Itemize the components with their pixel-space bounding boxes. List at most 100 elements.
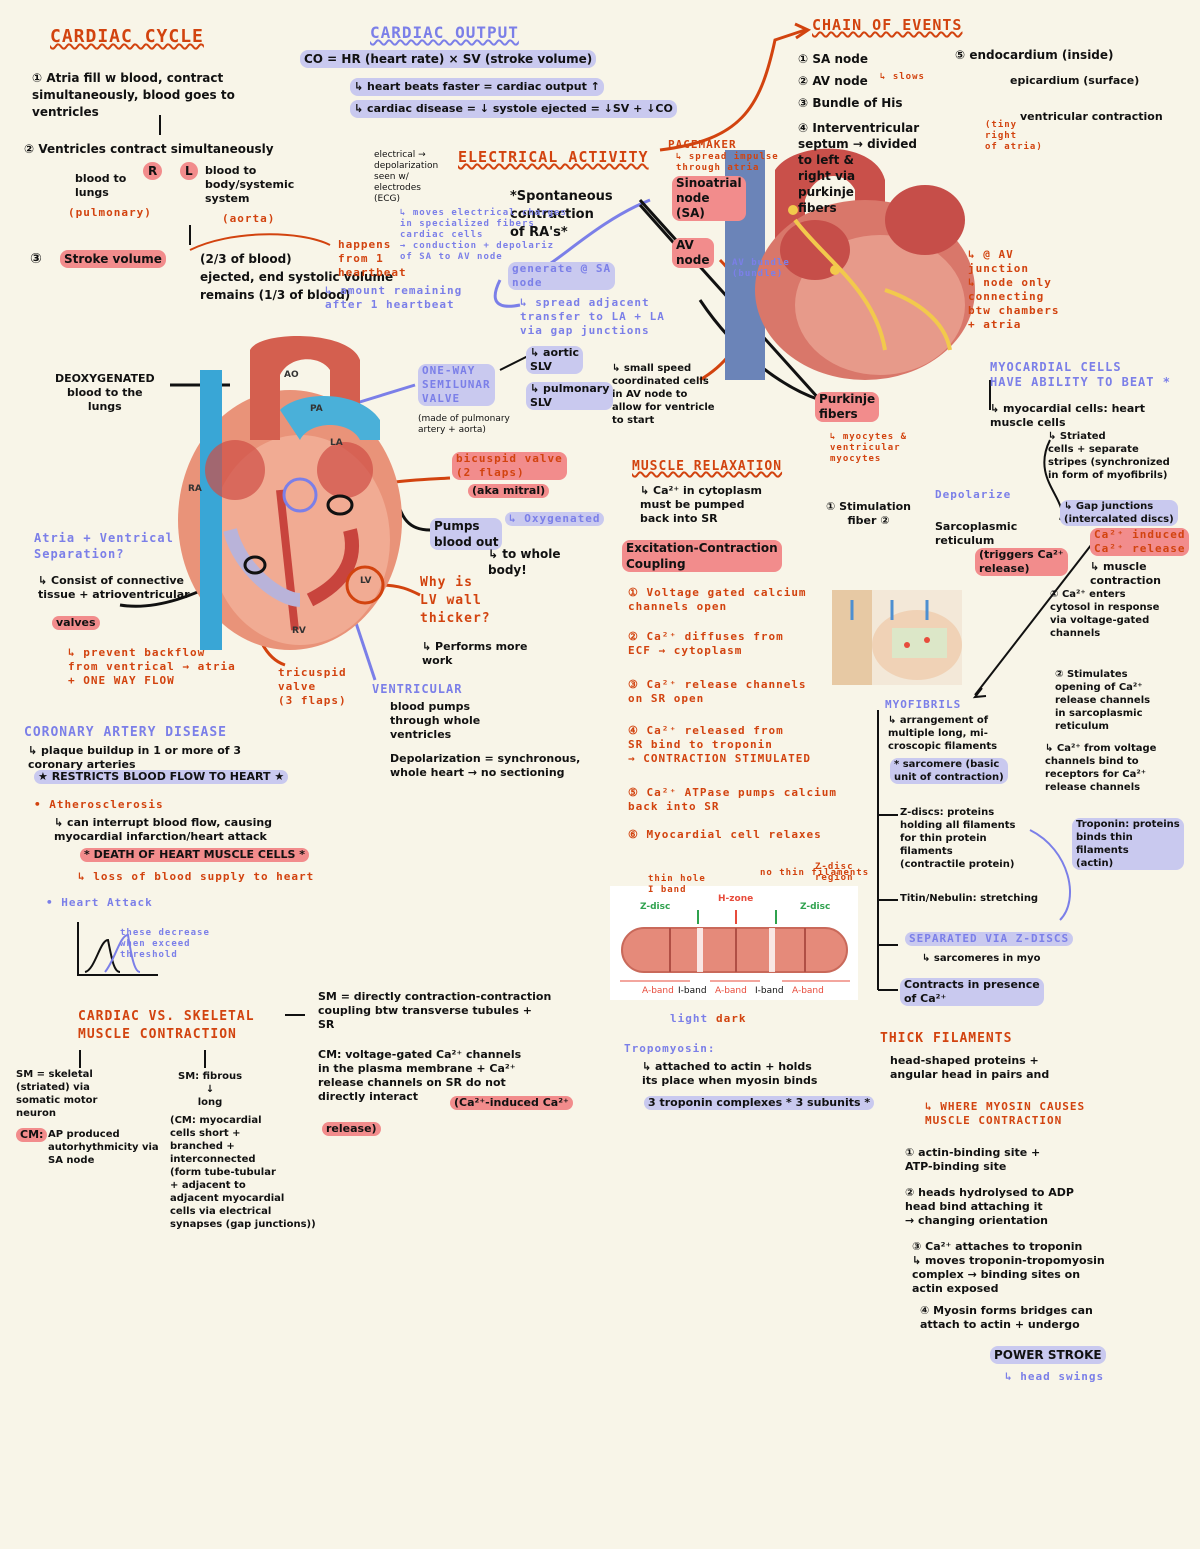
triggers-ca-release: (triggers Ca²⁺ release)	[975, 548, 1068, 576]
a-band-label-3: A-band	[792, 986, 824, 996]
cardiac-myocardial-cells: (CM: myocardial cells short + branched +…	[170, 1115, 316, 1230]
depolarize-label: Depolarize	[935, 488, 1012, 501]
stroke-volume-desc: (2/3 of blood) ejected, end systolic vol…	[200, 252, 394, 302]
ecg-side-note: electrical → depolarization seen w/ elec…	[374, 150, 439, 204]
atherosclerosis-desc: ↳ can interrupt blood flow, causing myoc…	[54, 816, 273, 843]
generate-sa-node: generate @ SA node	[508, 262, 616, 290]
skeletal-fibrous-long: SM: fibrous ↓ long	[178, 1071, 243, 1108]
myosin-causes-contraction: ↳ WHERE MYOSIN CAUSES MUSCLE CONTRACTION	[925, 1100, 1086, 1127]
stimulation-fiber: ① Stimulation fiber ②	[826, 500, 911, 527]
pulmonary-note: (pulmonary)	[68, 206, 152, 219]
sarcoplasmic-reticulum: Sarcoplasmic reticulum	[935, 520, 1018, 547]
purkinje-sub: ↳ myocytes & ventricular myocytes	[830, 432, 908, 464]
light-band-label: light	[670, 1012, 709, 1025]
ec-step-2: ② Ca²⁺ diffuses from ECF → cytoplasm	[628, 630, 784, 657]
electrical-activity-title: ELECTRICAL ACTIVITY	[458, 148, 649, 166]
lv-wall-answer: ↳ Performs more work	[422, 640, 528, 667]
chain-slows-note: ↳ slows	[880, 72, 925, 82]
rv-label: RV	[292, 626, 306, 636]
cycle-step-1: ① Atria fill w blood, contract simultane…	[32, 71, 235, 119]
sarcomere-unit: * sarcomere (basic unit of contraction)	[890, 758, 1008, 784]
threshold-graph-note: these decrease when exceed threshold	[120, 928, 210, 960]
chain-av-node: ② AV node	[798, 74, 868, 88]
one-way-valve: ONE-WAY SEMILUNAR VALVE	[418, 364, 495, 406]
heart-attack-bullet: • Heart Attack	[46, 896, 153, 909]
stimulates-opening: ② Stimulates opening of Ca²⁺ release cha…	[1055, 669, 1151, 732]
thick-desc: head-shaped proteins + angular head in p…	[890, 1054, 1050, 1081]
av-node-label: AV node	[672, 238, 714, 268]
myocardial-title: MYOCARDIAL CELLS HAVE ABILITY TO BEAT *	[990, 360, 1171, 389]
h-zone-label: H-zone	[718, 894, 754, 904]
myocardial-cell-diagram	[832, 590, 962, 685]
blood-to-body: blood to body/systemic system	[205, 164, 295, 205]
coronary-plaque: ↳ plaque buildup in 1 or more of 3 coron…	[28, 744, 242, 771]
cardiac-output-title: CARDIAC OUTPUT	[370, 23, 519, 42]
chain-of-events-title: CHAIN OF EVENTS	[812, 16, 963, 34]
atria-ventricle-question: Atria + Ventrical Separation?	[34, 531, 174, 561]
thick-filaments-title: THICK FILAMENTS	[880, 1031, 1013, 1046]
atherosclerosis-bullet: • Atherosclerosis	[34, 798, 164, 811]
ec-step-6: ⑥ Myocardial cell relaxes	[628, 828, 822, 841]
head-swings-note: ↳ head swings	[1005, 1370, 1105, 1383]
av-bundle-label: AV bundle (bundle)	[732, 258, 790, 279]
myocardial-striated: ↳ Striated cells + separate stripes (syn…	[1048, 431, 1170, 481]
muscle-contraction-note: ↳ muscle contraction	[1090, 560, 1161, 587]
blood-to-lungs: blood to lungs	[75, 172, 127, 199]
muscle-relaxation-sub: ↳ Ca²⁺ in cytoplasm must be pumped back …	[640, 484, 763, 525]
dark-band-label: dark	[716, 1012, 747, 1025]
one-way-valve-sub: (made of pulmonary artery + aorta)	[418, 414, 510, 435]
z-disc-label-right: Z-disc	[800, 902, 831, 912]
happens-heartbeat-note: happens from 1 heartbeat	[338, 238, 407, 279]
chain-ventricular-contraction: ventricular contraction	[1020, 110, 1163, 123]
chain-epicardium: epicardium (surface)	[1010, 74, 1140, 87]
sarcomeres-in-myo: ↳ sarcomeres in myo	[922, 953, 1041, 964]
ec-step-4: ④ Ca²⁺ released from SR bind to troponin…	[628, 724, 811, 765]
cm-voltage-gated: CM: voltage-gated Ca²⁺ channels in the p…	[318, 1048, 522, 1103]
ca-binds-receptors: ↳ Ca²⁺ from voltage channels bind to rec…	[1045, 743, 1157, 793]
chain-bundle-of-his: ③ Bundle of His	[798, 96, 903, 110]
ventricular-pumps: blood pumps through whole ventricles	[390, 700, 481, 741]
ca-induced-release: Ca²⁺ induced Ca²⁺ release	[1090, 528, 1190, 556]
atria-ventricle-answer: ↳ Consist of connective tissue + atriove…	[38, 574, 190, 601]
right-ventricle-badge: R	[143, 162, 163, 180]
electrical-wave-note: ↳ moves electrical charges in specialize…	[400, 208, 567, 262]
ec-step-3: ③ Ca²⁺ release channels on SR open	[628, 678, 807, 705]
left-ventricle-badge: L	[180, 162, 198, 180]
ca-enters-cytosol: ① Ca²⁺ enters cytosol in response via vo…	[1050, 589, 1160, 639]
mitral-note: (aka mitral)	[468, 484, 550, 498]
cycle-step-3-number: ③	[30, 251, 42, 267]
ventricular-title: VENTRICULAR	[372, 682, 463, 696]
a-band-label-2: A-band	[715, 986, 747, 996]
pulmonary-slv: ↳ pulmonary SLV	[526, 382, 614, 410]
tropomyosin-desc: ↳ attached to actin + holds its place wh…	[642, 1060, 818, 1087]
gap-junctions: ↳ Gap junctions (intercalated discs)	[1060, 500, 1178, 526]
amount-remaining-note: ↳ amount remaining after 1 heartbeat	[325, 284, 463, 311]
spontaneous-contraction: *Spontaneous contraction of RA's*	[510, 189, 613, 240]
av-delay-note: ↳ small speed coordinated cells in AV no…	[612, 363, 715, 426]
contracts-calcium: Contracts in presence of Ca²⁺	[900, 978, 1044, 1006]
chain-endocardium: ⑤ endocardium (inside)	[955, 48, 1114, 62]
chain-sa-node: ① SA node	[798, 52, 868, 66]
ventricular-depolarization: Depolarization = synchronous, whole hear…	[390, 752, 581, 779]
sarcomere-diagram: Z-disc H-zone Z-disc A-band I-band A-ban…	[610, 886, 858, 1000]
i-band-label-2: I-band	[755, 986, 784, 996]
sm-coupling: SM = directly contraction-contraction co…	[318, 990, 552, 1031]
la-label: LA	[330, 438, 343, 448]
troponin-note: Troponin: proteins binds thin filaments …	[1072, 818, 1184, 870]
cycle-step-2: ② Ventricles contract simultaneously	[24, 142, 274, 156]
no-thin-filaments-label: no thin filaments	[760, 868, 870, 878]
cardiac-output-disease: ↳ cardiac disease = ↓ systole ejected = …	[350, 100, 677, 118]
stroke-volume-term: Stroke volume	[60, 250, 166, 268]
a-band-label: A-band	[642, 986, 674, 996]
power-stroke-label: POWER STROKE	[990, 1346, 1106, 1364]
thick-step-1: ① actin-binding site + ATP-binding site	[905, 1146, 1041, 1173]
ao-label: AO	[284, 370, 299, 380]
coronary-title: CORONARY ARTERY DISEASE	[24, 725, 228, 740]
cardiac-output-faster: ↳ heart beats faster = cardiac output ↑	[350, 78, 604, 96]
muscle-relaxation-title: MUSCLE RELAXATION	[632, 459, 783, 474]
sinoatrial-node-label: Sinoatrial node (SA)	[672, 176, 746, 221]
purkinje-fibers-label: Purkinje fibers	[815, 392, 880, 422]
thick-step-2: ② heads hydrolysed to ADP head bind atta…	[905, 1186, 1074, 1227]
tricuspid-valve: tricuspid valve (3 flaps)	[278, 666, 347, 707]
troponin-complexes: 3 troponin complexes * 3 subunits *	[644, 1096, 875, 1110]
